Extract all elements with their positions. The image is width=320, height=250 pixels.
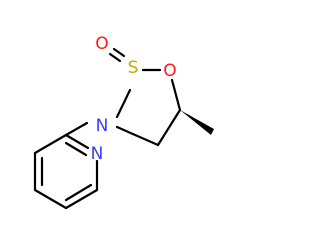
bond-s-o-2 bbox=[112, 47, 126, 58]
bond-s-o-1 bbox=[108, 52, 122, 63]
bond-ch2-ch bbox=[156, 108, 182, 147]
bond-n-c2-inner bbox=[64, 141, 88, 157]
sulfur-label: S bbox=[128, 58, 139, 78]
wedge-bond-methyl bbox=[180, 110, 214, 135]
bond-c2-c3 bbox=[33, 133, 68, 155]
structure-canvas: N N S O O bbox=[33, 34, 214, 210]
bond-ringn-s bbox=[115, 88, 132, 119]
structure-diagram: N N S O O bbox=[33, 34, 214, 210]
sulfinyl-o-label: O bbox=[95, 34, 108, 54]
bond-c5-c6-inner bbox=[64, 183, 93, 202]
bond-ch-ringo bbox=[170, 78, 182, 112]
ring-o-label: O bbox=[163, 61, 176, 81]
ring-n-label: N bbox=[96, 116, 109, 136]
bond-c5-c6 bbox=[64, 188, 99, 210]
bond-c2-ringn bbox=[64, 121, 89, 137]
bond-ringn-ch2 bbox=[115, 125, 160, 147]
bond-n-c2 bbox=[64, 133, 90, 150]
pyridine-n-label: N bbox=[91, 144, 104, 164]
bond-c4-c5 bbox=[33, 188, 68, 210]
